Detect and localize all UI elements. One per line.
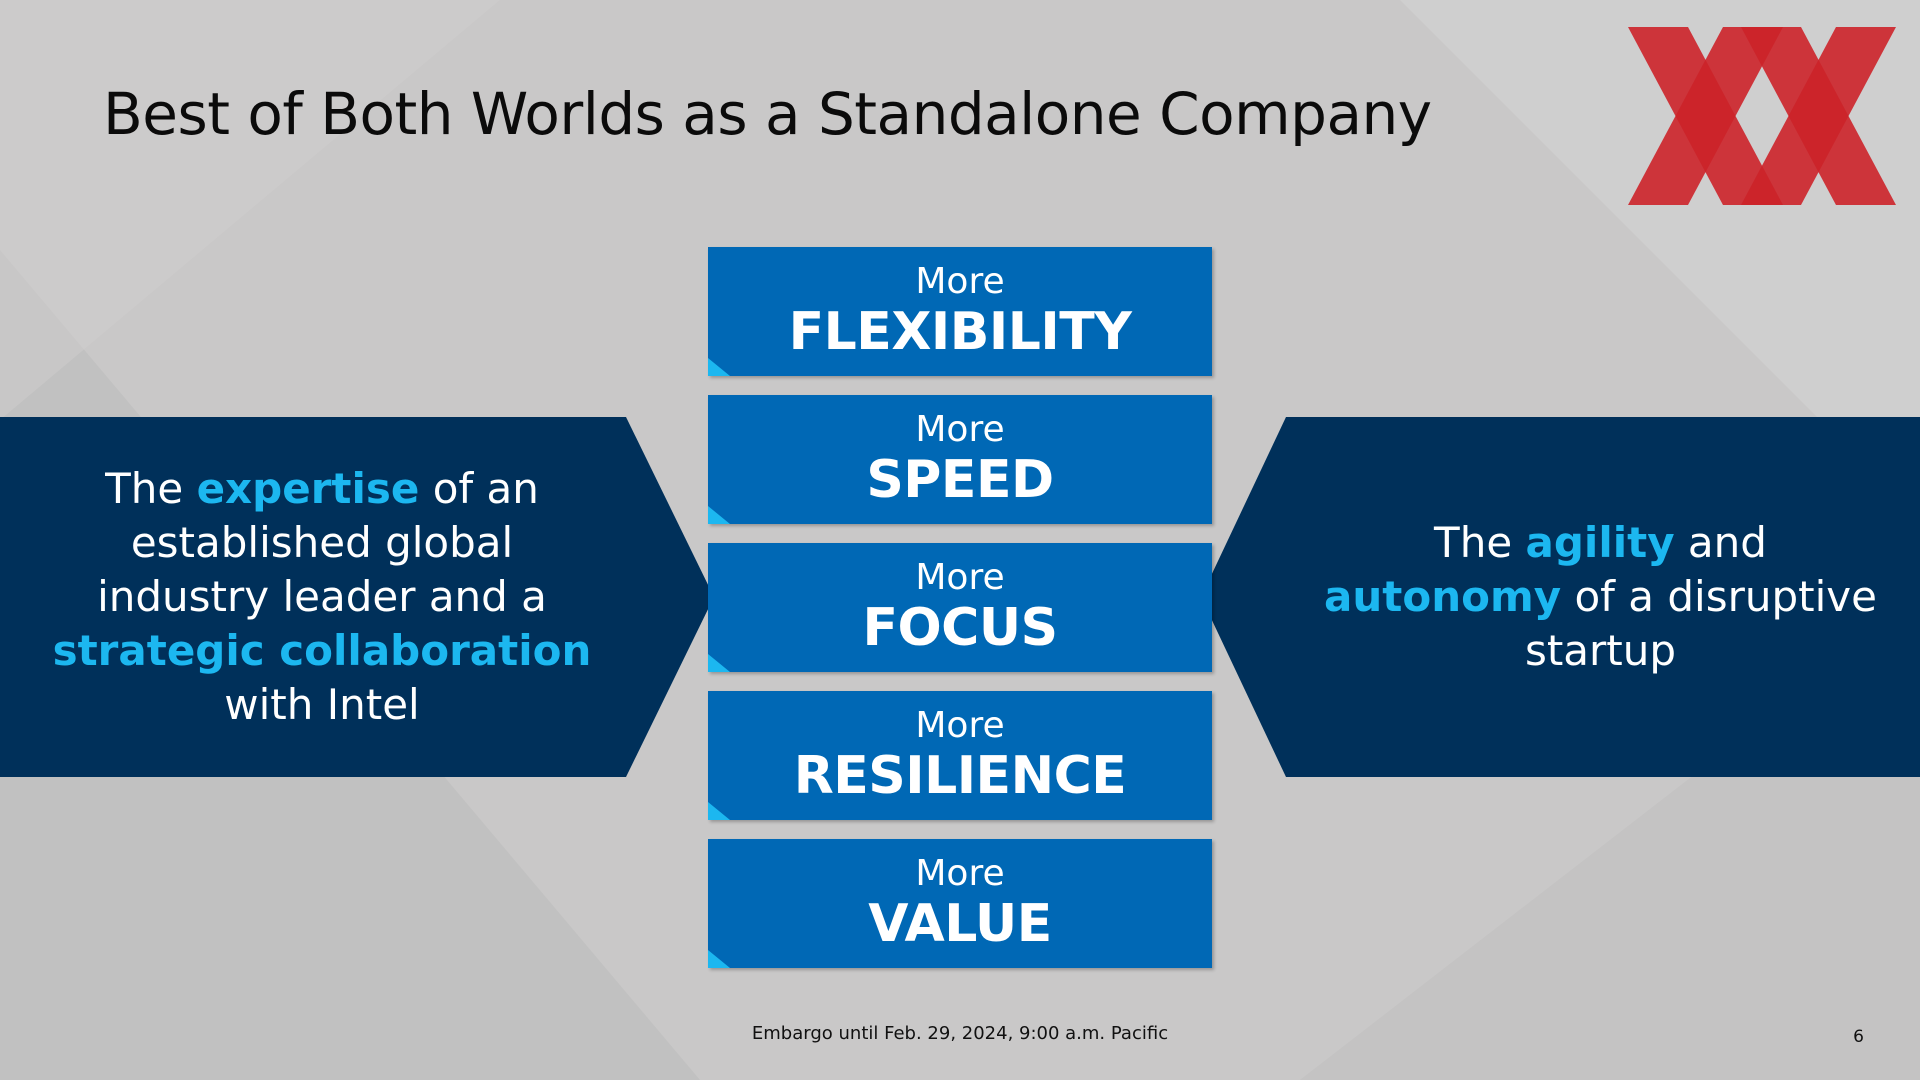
right-panel-agility: The agility and autonomy of a disruptive… [1201,417,1920,777]
highlight-autonomy: autonomy [1324,572,1562,621]
benefit-prefix: More [915,261,1005,302]
benefit-box-value: More VALUE [708,839,1212,968]
left-panel-expertise: The expertise of an established global i… [0,417,714,777]
benefit-prefix: More [915,409,1005,450]
right-text-2: and [1674,518,1767,567]
benefit-prefix: More [915,557,1005,598]
benefit-label: FOCUS [862,598,1058,658]
benefit-prefix: More [915,853,1005,894]
benefit-prefix: More [915,705,1005,746]
corner-accent [708,654,730,672]
highlight-agility: agility [1525,518,1675,567]
embargo-footer: Embargo until Feb. 29, 2024, 9:00 a.m. P… [751,1023,1169,1044]
benefit-label: FLEXIBILITY [788,302,1132,362]
highlight-strategic-collaboration: strategic collaboration [52,626,592,675]
benefit-box-speed: More SPEED [708,395,1212,524]
corner-accent [708,950,730,968]
benefit-label: RESILIENCE [793,746,1127,806]
xx-logo-icon [1628,27,1896,205]
corner-accent [708,802,730,820]
benefit-stack: More FLEXIBILITY More SPEED More FOCUS M… [708,247,1212,987]
benefit-label: SPEED [866,450,1054,510]
benefit-label: VALUE [868,894,1052,954]
left-panel-text: The expertise of an established global i… [40,462,604,732]
benefit-box-flexibility: More FLEXIBILITY [708,247,1212,376]
left-text-3: with Intel [224,680,420,729]
page-number: 6 [1853,1027,1864,1047]
corner-accent [708,358,730,376]
slide-title: Best of Both Worlds as a Standalone Comp… [103,80,1432,148]
right-text-3: of a disruptive startup [1524,572,1877,675]
right-panel-text: The agility and autonomy of a disruptive… [1311,516,1890,678]
highlight-expertise: expertise [196,464,420,513]
left-text-2: of an established global industry leader… [97,464,547,621]
left-text-1: The [105,464,197,513]
benefit-box-resilience: More RESILIENCE [708,691,1212,820]
right-text-1: The [1434,518,1526,567]
corner-accent [708,506,730,524]
benefit-box-focus: More FOCUS [708,543,1212,672]
